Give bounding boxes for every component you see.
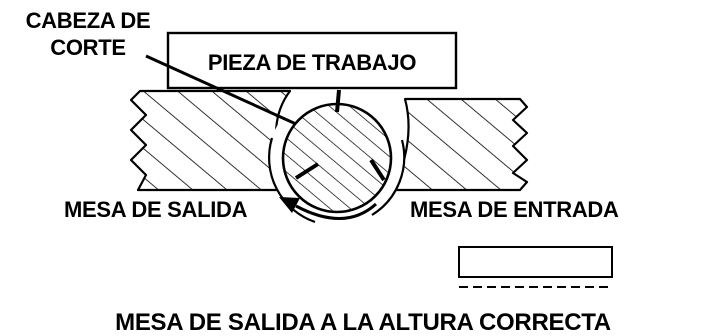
caption: MESA DE SALIDA A LA ALTURA CORRECTA [115,309,611,336]
cutter-head-label-line2: CORTE [50,35,126,60]
infeed-table [391,97,529,192]
outfeed-table [129,89,292,192]
cutter-knife [369,158,386,182]
rotation-arrow [279,197,378,220]
cutter-head [281,89,393,214]
infeed-table-label: MESA DE ENTRADA [410,197,619,222]
cutter-head-label-line1: CABEZA DE [26,8,151,33]
cutter-knife [294,162,320,180]
cutter-knife [335,89,341,113]
workpiece-board [166,31,458,90]
leader-line [145,54,297,126]
workpiece-label: PIEZA DE TRABAJO [208,50,416,75]
workpiece-detail-board [458,246,613,278]
cutter-head-housing-outline [267,137,316,224]
outfeed-table-label: MESA DE SALIDA [64,197,248,222]
